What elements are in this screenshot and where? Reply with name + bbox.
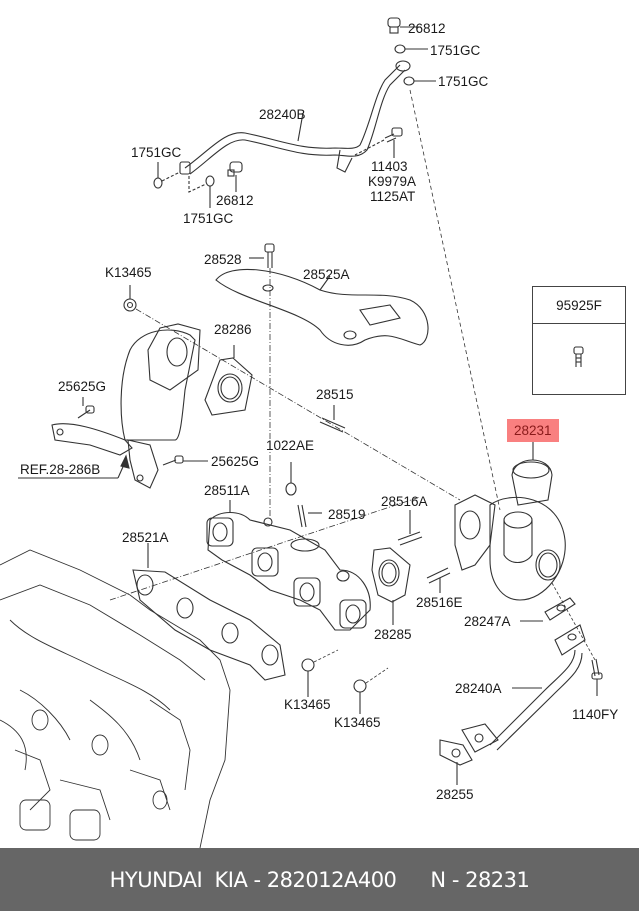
gasket-28255 bbox=[439, 739, 473, 785]
label-ref-28-286b[interactable]: REF.28-286B bbox=[20, 462, 101, 477]
label-28511a[interactable]: 28511A bbox=[204, 483, 250, 498]
footer-ref-prefix: N bbox=[430, 867, 446, 892]
oil-feed-pipe-28240b bbox=[179, 60, 411, 175]
label-26812-mid[interactable]: 26812 bbox=[216, 193, 254, 208]
label-28240a[interactable]: 28240A bbox=[455, 681, 502, 696]
label-28516a[interactable]: 28516A bbox=[381, 494, 428, 509]
washer-1751gc-mid bbox=[188, 175, 215, 208]
gasket-28285 bbox=[371, 547, 411, 625]
nut-k13465-b2 bbox=[353, 667, 389, 714]
oil-return-pipe-28240a bbox=[461, 624, 586, 753]
label-28285[interactable]: 28285 bbox=[374, 627, 412, 642]
nut-k13465-top bbox=[123, 285, 461, 501]
inset-part-box[interactable]: 95925F bbox=[532, 286, 626, 395]
label-28528[interactable]: 28528 bbox=[204, 252, 242, 267]
stud-28516e bbox=[426, 567, 451, 593]
engine-block bbox=[0, 549, 231, 848]
footer-bar: HYUNDAI KIA - 282012A400 N - 28231 bbox=[0, 848, 639, 911]
label-1140fy[interactable]: 1140FY bbox=[572, 707, 619, 722]
footer-ref-number: 28231 bbox=[465, 867, 530, 892]
label-1751gc-left[interactable]: 1751GC bbox=[131, 145, 182, 160]
bolt-28528 bbox=[249, 243, 275, 520]
stud-28516a bbox=[397, 510, 423, 546]
ref-arrow bbox=[18, 454, 130, 479]
gasket-28286 bbox=[204, 345, 253, 416]
washer-1751gc-left bbox=[153, 162, 181, 189]
label-28231-highlighted[interactable]: 28231 bbox=[507, 419, 559, 442]
footer-part-number: 282012A400 bbox=[266, 867, 397, 892]
label-25625g-upper[interactable]: 25625G bbox=[58, 379, 107, 394]
label-1751gc-top2[interactable]: 1751GC bbox=[438, 74, 489, 89]
label-k13465-b2[interactable]: K13465 bbox=[334, 715, 381, 730]
label-1751gc-top1[interactable]: 1751GC bbox=[430, 43, 481, 58]
label-1125at[interactable]: 1125AT bbox=[370, 189, 416, 204]
washer-1751gc-top1 bbox=[394, 44, 428, 54]
label-28255[interactable]: 28255 bbox=[436, 787, 474, 802]
gasket-28247a bbox=[520, 582, 596, 661]
label-28515[interactable]: 28515 bbox=[316, 387, 354, 402]
stud-28515 bbox=[319, 405, 346, 433]
label-28286[interactable]: 28286 bbox=[214, 322, 252, 337]
footer-sep-1: - bbox=[247, 867, 267, 892]
label-28247a[interactable]: 28247A bbox=[464, 614, 511, 629]
exhaust-manifold-28511a bbox=[206, 500, 371, 631]
inset-part-label: 95925F bbox=[533, 287, 625, 324]
heat-shield-28525a bbox=[215, 268, 429, 346]
plug-bolt-26812-top bbox=[387, 17, 421, 34]
bolt-11403 bbox=[354, 127, 403, 158]
stud-28519 bbox=[297, 504, 322, 528]
label-k13465-top[interactable]: K13465 bbox=[105, 265, 152, 280]
label-28521a[interactable]: 28521A bbox=[122, 530, 169, 545]
plug-bolt-26812-mid bbox=[227, 161, 243, 192]
label-28519[interactable]: 28519 bbox=[328, 507, 366, 522]
label-28240b[interactable]: 28240B bbox=[259, 107, 306, 122]
bolt-25625g-upper bbox=[77, 397, 95, 419]
exploded-parts-diagram bbox=[0, 17, 603, 848]
label-1022ae[interactable]: 1022AE bbox=[266, 438, 315, 453]
label-k13465-b1[interactable]: K13465 bbox=[284, 697, 331, 712]
bolt-25625g-lower bbox=[162, 455, 208, 466]
label-26812-top[interactable]: 26812 bbox=[408, 21, 446, 36]
bolt-1140fy bbox=[591, 658, 603, 696]
turbocharger-28231[interactable] bbox=[454, 441, 566, 601]
catalytic-converter bbox=[51, 323, 201, 489]
label-25625g-lower[interactable]: 25625G bbox=[211, 454, 260, 469]
washer-1751gc-top2 bbox=[403, 76, 436, 86]
nut-1022ae bbox=[285, 462, 297, 496]
label-28516e[interactable]: 28516E bbox=[416, 595, 463, 610]
label-k9979a[interactable]: K9979A bbox=[368, 174, 417, 189]
nut-k13465-b1 bbox=[301, 649, 339, 697]
footer-sep-2: - bbox=[445, 867, 466, 892]
footer-brand: HYUNDAI KIA bbox=[109, 867, 248, 892]
label-11403[interactable]: 11403 bbox=[371, 159, 408, 174]
label-28525a[interactable]: 28525A bbox=[303, 267, 350, 282]
gasket-28521a bbox=[109, 496, 421, 681]
label-1751gc-mid[interactable]: 1751GC bbox=[183, 211, 234, 226]
bolt-icon bbox=[573, 346, 584, 367]
